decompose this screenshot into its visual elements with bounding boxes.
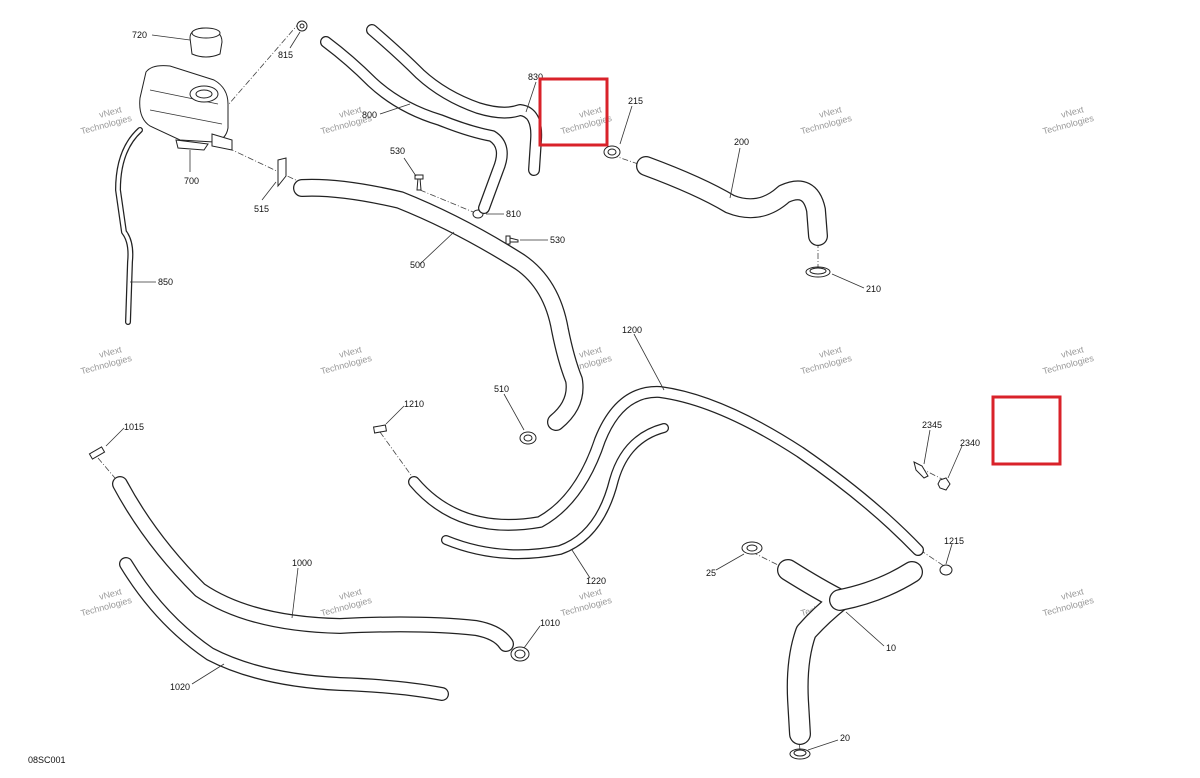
fitting-1210 — [372, 424, 388, 434]
label-10: 10 — [886, 643, 896, 653]
sensor-2345 — [913, 461, 929, 479]
label-20: 20 — [840, 733, 850, 743]
clip-815 — [296, 20, 308, 32]
hose-800-inner — [321, 37, 507, 213]
label-1000: 1000 — [292, 558, 312, 568]
clamp-1010 — [510, 646, 530, 662]
hose-830-inner — [367, 25, 541, 175]
clamp-1215 — [939, 564, 953, 576]
screw-530-top — [414, 174, 424, 191]
label-510: 510 — [494, 384, 509, 394]
part-labels: 720 815 830 800 215 200 700 530 515 810 … — [124, 30, 980, 743]
fitting-1015 — [88, 446, 106, 460]
diagram-code: 08SC001 — [28, 755, 66, 765]
clamp-510 — [519, 431, 537, 445]
clamp-210 — [805, 266, 831, 278]
overflow-hose-850-inner — [116, 128, 142, 324]
reservoir-body — [139, 65, 229, 143]
highlight-box — [991, 395, 1062, 466]
label-25: 25 — [706, 568, 716, 578]
label-210: 210 — [866, 284, 881, 294]
label-515: 515 — [254, 204, 269, 214]
hose-1000-inner — [113, 477, 513, 651]
reservoir-base — [175, 139, 209, 151]
hose-1020-inner — [120, 558, 448, 700]
label-1020: 1020 — [170, 682, 190, 692]
label-815: 815 — [278, 50, 293, 60]
hose-1200-inner — [409, 387, 923, 555]
guide-line — [419, 189, 479, 215]
clamp-20 — [789, 748, 811, 760]
hose-500-inner — [294, 180, 583, 430]
label-500: 500 — [410, 260, 425, 270]
clip-515 — [277, 157, 287, 188]
guide-line — [919, 549, 945, 567]
hose-10-inner — [778, 560, 850, 744]
guide-line — [227, 147, 301, 183]
cap-top — [191, 27, 221, 39]
label-850: 850 — [158, 277, 173, 287]
guide-line — [97, 457, 121, 485]
leader-lines — [105, 31, 963, 751]
label-700: 700 — [184, 176, 199, 186]
label-1010: 1010 — [540, 618, 560, 628]
hose-1220-inner — [442, 424, 668, 558]
clamp-215 — [603, 145, 621, 159]
label-720: 720 — [132, 30, 147, 40]
label-810: 810 — [506, 209, 521, 219]
guide-line — [221, 21, 301, 113]
screw-530-mid — [505, 235, 519, 245]
label-530-top: 530 — [390, 146, 405, 156]
highlight-box — [538, 77, 609, 147]
reservoir-filler-inner — [195, 89, 213, 99]
label-2340: 2340 — [960, 438, 980, 448]
label-530-mid: 530 — [550, 235, 565, 245]
label-1015: 1015 — [124, 422, 144, 432]
label-800: 800 — [362, 110, 377, 120]
label-1210: 1210 — [404, 399, 424, 409]
label-1200: 1200 — [622, 325, 642, 335]
nut-2340 — [937, 477, 951, 491]
hose-10-branch-inner — [830, 562, 922, 610]
guide-line — [379, 431, 417, 483]
label-200: 200 — [734, 137, 749, 147]
hose-200-inner — [637, 157, 827, 245]
label-1220: 1220 — [586, 576, 606, 586]
label-830: 830 — [528, 72, 543, 82]
label-2345: 2345 — [922, 420, 942, 430]
reservoir-outlet — [211, 133, 233, 151]
label-215: 215 — [628, 96, 643, 106]
clamp-25 — [741, 541, 763, 555]
reservoir-cap — [189, 27, 223, 58]
coolant-reservoir — [139, 65, 233, 151]
label-1215: 1215 — [944, 536, 964, 546]
